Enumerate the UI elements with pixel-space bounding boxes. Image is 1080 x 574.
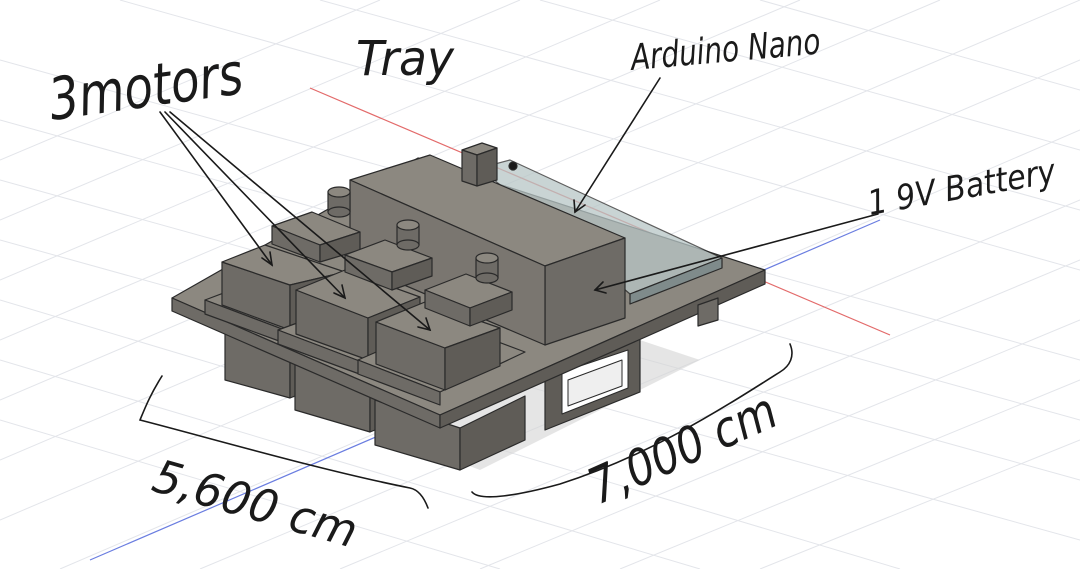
motor-3 — [357, 252, 526, 406]
post-block — [461, 142, 518, 187]
annotation-arrows — [138, 77, 879, 509]
label-tray: Tray — [356, 31, 455, 87]
label-width: 5,600 cm — [147, 449, 364, 559]
battery-block — [479, 159, 723, 305]
label-battery: 1 9V Battery — [865, 151, 1060, 224]
